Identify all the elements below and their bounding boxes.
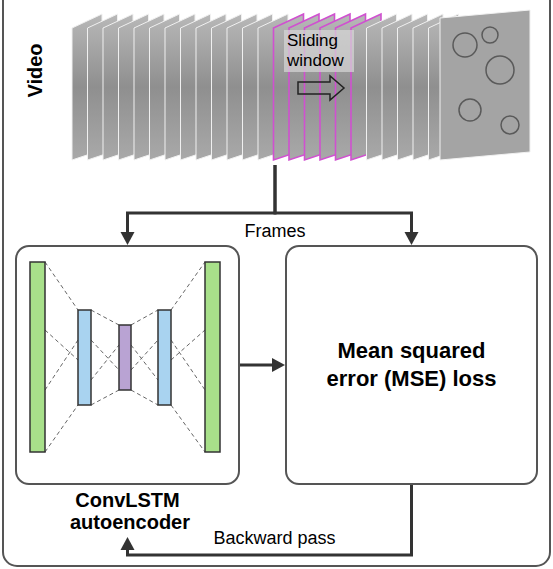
arrow-head	[121, 232, 135, 245]
outer-frame	[3, 0, 550, 566]
arrow-head	[405, 232, 419, 245]
cell-outline	[486, 56, 514, 84]
illustration-label: Sliding window	[284, 30, 354, 72]
video-frames	[72, 10, 530, 160]
vertical-heading: Video	[24, 43, 47, 97]
cell-outline	[459, 99, 481, 121]
cell-outline	[453, 33, 477, 57]
edge-label: Frames	[241, 221, 308, 241]
arrow-head	[121, 537, 135, 550]
box-heading: ConvLSTM autoencoder	[15, 489, 240, 533]
hollow-arrow	[298, 76, 344, 100]
autoencoder-box	[15, 245, 240, 485]
cell-outline	[501, 116, 519, 134]
front-frame	[440, 10, 530, 160]
edge-label: Backward pass	[210, 528, 338, 548]
model-group: ConvLSTM autoencoder	[15, 245, 240, 537]
arrow-head	[272, 358, 285, 372]
layer-bars	[30, 262, 220, 452]
cell-outline	[482, 27, 498, 43]
network-layers	[45, 262, 205, 452]
connector	[240, 358, 285, 372]
connector-line	[240, 364, 274, 367]
video-group: Video	[15, 8, 535, 165]
loss-box: Mean squared error (MSE) loss	[285, 245, 538, 485]
box-label: Mean squared error (MSE) loss	[317, 337, 506, 393]
